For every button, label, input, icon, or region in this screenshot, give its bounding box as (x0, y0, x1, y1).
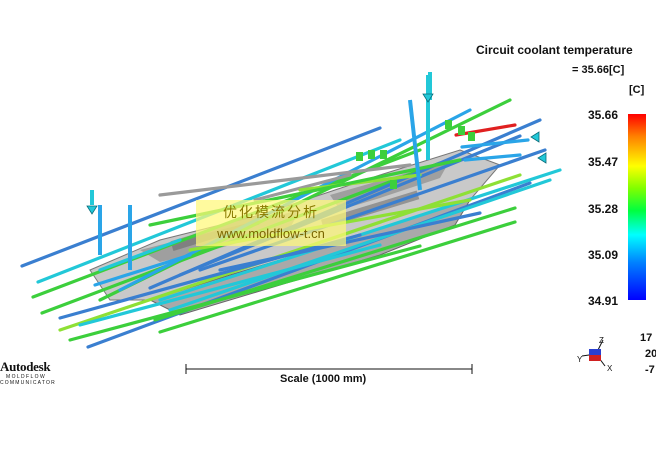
logo-name: Autodesk (0, 359, 51, 374)
cooling-channels (20, 72, 562, 349)
logo-sub2: COMMUNICATOR (0, 380, 56, 386)
watermark-title: 优化模流分析 (223, 204, 319, 220)
cooling-channel-line (168, 178, 552, 312)
cooling-channel-line (98, 238, 182, 272)
baffle-block (445, 120, 452, 129)
flow-arrow-icon (537, 152, 547, 164)
baffle-block (368, 150, 375, 159)
cooling-channel-line (198, 148, 547, 272)
baffle-block (356, 152, 363, 161)
autodesk-logo: Autodesk MOLDFLOW COMMUNICATOR (0, 359, 56, 386)
cooling-channel-line (20, 126, 382, 268)
flow-arrow-icon (422, 93, 434, 103)
flow-arrow-icon (86, 205, 98, 215)
legend-unit: [C] (629, 84, 645, 96)
cooling-channel-line (58, 173, 522, 332)
logo-sub1: MOLDFLOW (6, 374, 47, 380)
cooling-channel-line (253, 173, 352, 202)
cooling-channel-line (158, 163, 412, 197)
legend-tick-3: 35.28 (588, 202, 619, 216)
cooling-channel-line (454, 123, 517, 137)
color-scale-bar (628, 114, 646, 300)
cooling-channel-line (463, 153, 522, 162)
axis-y-label: Y (577, 355, 583, 364)
cooling-channel-line (93, 253, 192, 287)
scale-label: Scale (1000 mm) (280, 373, 367, 385)
legend-tick-max: 35.66 (588, 108, 619, 122)
cooling-channel-line (178, 134, 522, 277)
baffle-block (390, 180, 397, 189)
legend-tick-2: 35.47 (588, 155, 619, 169)
axis-x-label: X (607, 364, 613, 373)
baffle-block (380, 150, 387, 159)
baffle-block (468, 132, 475, 141)
orientation-value-1: 17 (640, 332, 653, 344)
flow-arrow-icon (530, 131, 540, 143)
scale-bar (185, 364, 473, 374)
cooling-channel-line (78, 243, 382, 327)
legend-current-value: = 35.66[C] (572, 64, 625, 76)
orientation-triad (581, 339, 606, 367)
inlet-pipe (408, 99, 422, 191)
watermark-url: www.moldflow-t.cn (217, 226, 325, 241)
orientation-value-2: 20 (645, 348, 656, 360)
cooling-channel-line (218, 211, 482, 272)
watermark-box: 优化模流分析 www.moldflow-t.cn (196, 200, 346, 246)
legend-tick-min: 34.91 (588, 294, 619, 308)
legend-tick-4: 35.09 (588, 248, 619, 262)
orientation-value-3: -7 (645, 364, 655, 376)
axis-z-label: Z (599, 336, 604, 345)
legend-title: Circuit coolant temperature (476, 43, 633, 57)
baffle-block (458, 126, 465, 135)
cooling-channel-line (68, 244, 422, 342)
orientation-labels: Z Y X (577, 336, 613, 373)
cooling-channel-line (460, 138, 530, 149)
cooling-channel-line (158, 220, 517, 334)
